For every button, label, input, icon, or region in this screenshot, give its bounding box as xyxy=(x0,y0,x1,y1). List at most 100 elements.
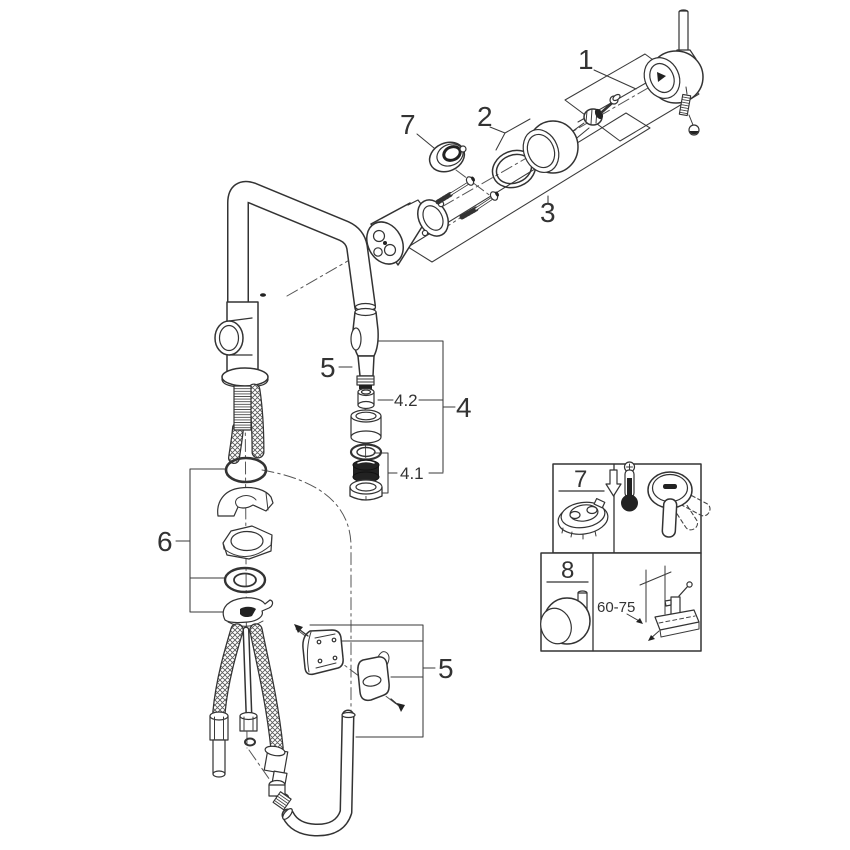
group5-clamp-bracket xyxy=(309,624,436,738)
tail-pipe-fitting xyxy=(268,779,292,811)
inset8-depth-pictogram: 60-75 xyxy=(597,565,700,641)
clamp-hole-3 xyxy=(317,658,323,664)
callout-5-clamp: 5 xyxy=(438,653,454,684)
base-oring xyxy=(224,456,268,484)
inset7-limiter-drawing xyxy=(557,497,609,540)
tail-pipe-end-opening xyxy=(282,808,293,820)
cap-and-oring xyxy=(491,120,579,189)
pipe-oring xyxy=(244,737,256,747)
clamp-screw-bottom xyxy=(397,703,405,712)
aerator-washer-bore xyxy=(356,446,376,458)
base-washer-bore xyxy=(233,572,257,588)
mounting-nut-bore xyxy=(230,530,264,552)
hose-guide-centerline xyxy=(261,469,352,713)
flange-screw-b xyxy=(459,191,499,220)
tail-axis-centerline xyxy=(248,749,273,784)
mini-deck-edge xyxy=(659,621,700,638)
faucet-body-assembly xyxy=(214,180,376,464)
flange-screw-hole-2 xyxy=(421,229,429,237)
clamp-hole-1 xyxy=(316,639,322,645)
clamp-slot xyxy=(362,675,382,687)
inset-box-7: 7 xyxy=(552,461,711,554)
callout-4-1: 4.1 xyxy=(400,464,424,483)
handle-rod xyxy=(678,10,689,52)
label1-leader xyxy=(593,69,637,90)
flange-screw-a xyxy=(435,176,475,205)
mini-deck-dashed xyxy=(658,615,696,624)
hose-stub-right xyxy=(248,384,264,458)
spray-tip-seal xyxy=(359,385,372,389)
clamp-hole-2 xyxy=(331,637,337,643)
aerator-shell-side xyxy=(349,486,383,501)
callout-6: 6 xyxy=(157,526,173,557)
group4-bracket xyxy=(374,340,456,473)
callout-2: 2 xyxy=(477,101,493,132)
mini-faucet-knob xyxy=(686,581,693,588)
callout-7: 7 xyxy=(400,109,416,140)
clamp-screw-top xyxy=(294,624,303,633)
clamp-left-detail xyxy=(306,631,337,673)
tail-pipe-top-opening xyxy=(341,711,356,719)
base-flange xyxy=(221,367,269,387)
hook-bracket-depth xyxy=(227,620,264,627)
group1-bracket xyxy=(564,53,700,142)
mounting-depth-label: 60-75 xyxy=(597,599,635,616)
inset7-number: 7 xyxy=(574,466,587,493)
spray-tip-collar xyxy=(356,375,375,386)
group3-bracket xyxy=(407,112,651,263)
spray-head-neck xyxy=(354,307,377,317)
tail-pipe-outline xyxy=(281,709,355,837)
callout-3: 3 xyxy=(540,197,556,228)
hose-left xyxy=(213,624,243,718)
clamp-hole-4 xyxy=(332,655,338,661)
clamp-screw-top-shaft xyxy=(299,629,309,637)
group2-bracket xyxy=(489,118,531,151)
inset7-thermometer-icon xyxy=(605,461,638,512)
aerator-insert-slot xyxy=(357,460,375,464)
spout-index-dot xyxy=(260,293,266,297)
check-valve-4-2 xyxy=(357,387,375,410)
handle-spring-pin xyxy=(678,93,692,117)
rigid-pipe xyxy=(244,628,251,718)
pin-link-line-1 xyxy=(685,86,688,95)
spray-outlet-tube xyxy=(357,355,375,377)
hose-left-fitting xyxy=(209,711,229,778)
mounting-nut-depth xyxy=(222,534,273,557)
mounting-hardware xyxy=(217,456,274,627)
callout-lines xyxy=(175,53,700,738)
cartridge-assembly xyxy=(366,176,499,266)
down-arrow-icon xyxy=(605,469,622,497)
clamp-screw-bottom-shaft xyxy=(390,698,399,706)
deck-arrowhead xyxy=(648,635,655,641)
cartridge-port-1 xyxy=(372,229,386,243)
handle-screw-and-nut xyxy=(583,93,621,126)
spray-head-button xyxy=(350,327,362,351)
callout-4-2: 4.2 xyxy=(394,391,418,410)
horseshoe-spacer-detail xyxy=(235,492,269,511)
inset8-number: 8 xyxy=(561,557,574,584)
pin-link-line-2 xyxy=(688,114,694,126)
depth-arrowhead xyxy=(636,618,643,624)
supply-hoses xyxy=(209,623,356,837)
aerator-shell-bore xyxy=(355,482,377,492)
cartridge-port-2 xyxy=(383,243,397,257)
rigid-pipe-fitting xyxy=(239,711,258,747)
set-screw-shaft xyxy=(600,101,614,114)
hose-right xyxy=(250,624,283,754)
label7-leader xyxy=(416,133,435,149)
handle-hub-mark xyxy=(657,72,666,82)
dome-cap-bore xyxy=(526,133,556,169)
mini-faucet-spout xyxy=(664,599,672,607)
hook-bracket-notch xyxy=(240,606,256,618)
callout-1: 1 xyxy=(578,44,594,75)
aerator-kit-4-1 xyxy=(349,443,383,501)
inset-box-8: 8 60-75 xyxy=(540,552,702,652)
tail-pipe xyxy=(283,711,353,836)
depth-reference-lines xyxy=(639,565,672,623)
handle-ball-shade xyxy=(689,131,699,135)
callout-labels: 1 2 3 7 5 4.2 4 4.1 6 5 xyxy=(157,44,594,684)
inset7-handle-pictogram xyxy=(647,471,711,538)
inset8-knob-drawing xyxy=(540,590,591,645)
horseshoe-spacer xyxy=(217,486,274,517)
